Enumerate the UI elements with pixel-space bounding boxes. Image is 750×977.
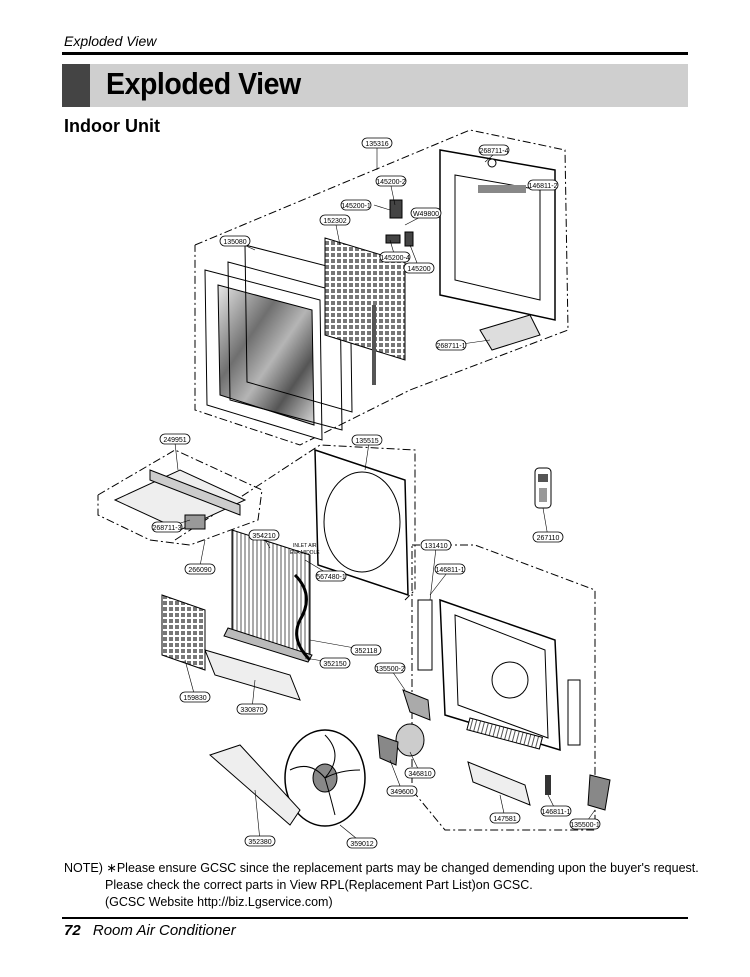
part-tag: 349600	[390, 789, 413, 796]
drain-pan	[204, 649, 301, 701]
part-tag-labels: 135316 268711-4 146811-2 145200-2 145200…	[152, 141, 599, 848]
title-accent-block	[62, 64, 90, 107]
part-tag: 145200	[407, 266, 430, 273]
title-bar: Exploded View	[62, 64, 688, 107]
drain-part	[467, 761, 531, 806]
note-line-1: NOTE) ∗Please ensure GCSC since the repl…	[64, 861, 699, 875]
part-tag: 147581	[493, 816, 516, 823]
part-tag: 145200-1	[341, 203, 371, 210]
part-tag: 145200-4	[380, 255, 410, 262]
evaporator-coil	[223, 529, 313, 663]
base-plate	[113, 469, 247, 531]
part-tag: 146811-1	[541, 809, 570, 816]
part-tag: 352380	[248, 839, 271, 846]
header-rule	[62, 52, 688, 55]
part-tag: 135500-2	[375, 666, 405, 673]
clips	[385, 158, 497, 247]
cabinet	[417, 598, 581, 752]
section-heading: Indoor Unit	[64, 116, 160, 136]
group-outlines	[97, 129, 596, 831]
running-header: Exploded View	[64, 33, 157, 49]
part-tag: 266090	[188, 567, 211, 574]
footer-title: Room Air Conditioner	[92, 922, 236, 939]
part-tag: 330870	[240, 707, 263, 714]
part-tag: 146811-2	[528, 183, 557, 190]
part-tag: 352150	[323, 661, 346, 668]
part-tag: 159830	[183, 695, 206, 702]
remote-control	[534, 467, 552, 509]
fan-housing	[314, 448, 409, 597]
part-tag: 268711-3	[152, 525, 181, 532]
note-line-3: (GCSC Website http://biz.Lgservice.com)	[105, 895, 333, 909]
part-tag: 135080	[223, 239, 246, 246]
note-line-2: Please check the correct parts in View R…	[105, 878, 533, 892]
part-tag: 146811-1	[435, 567, 464, 574]
page-number: 72	[64, 922, 81, 939]
part-tags	[151, 137, 601, 849]
part-tag: 152302	[323, 218, 346, 225]
part-tag: 135316	[365, 141, 388, 148]
part-tag: 567480-1	[316, 574, 346, 581]
part-tag: 145200-2	[376, 179, 406, 186]
part-tag: 135500-1	[570, 822, 600, 829]
diagram-annotations: INLET AIR EVA MIDDLE	[290, 543, 320, 556]
part-tag: 359012	[350, 841, 373, 848]
fan-motor	[377, 689, 431, 766]
part-tag: 354210	[252, 533, 275, 540]
footer-rule	[62, 917, 688, 919]
part-tag: 346810	[408, 771, 431, 778]
part-tag: 267110	[537, 535, 560, 542]
part-tag: 135515	[355, 438, 378, 445]
part-tag: W49800	[413, 211, 439, 218]
fan-blade	[284, 729, 366, 827]
side-covers	[545, 774, 611, 811]
note-block: NOTE) ∗Please ensure GCSC since the repl…	[64, 860, 699, 911]
rear-frame	[439, 149, 556, 351]
side-grille	[161, 594, 206, 671]
footer: 72 Room Air Conditioner	[64, 922, 236, 939]
part-tag: 268711-1	[436, 343, 465, 350]
part-tag: 131410	[424, 543, 447, 550]
part-tag: 352118	[355, 648, 378, 655]
part-tag: 268711-4	[479, 148, 508, 155]
motor-bracket	[209, 744, 301, 826]
air-filter	[324, 237, 406, 385]
inlet-air-text: INLET AIR	[293, 543, 317, 549]
page-title: Exploded View	[106, 66, 301, 101]
part-tag: 249951	[163, 437, 186, 444]
eva-middle-text: EVA MIDDLE	[290, 550, 320, 556]
front-panel	[204, 244, 353, 441]
